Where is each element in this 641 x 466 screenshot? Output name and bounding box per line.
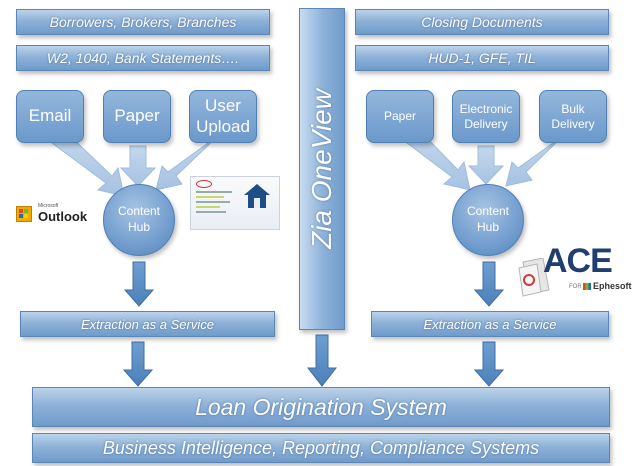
extraction-left-label: Extraction as a Service: [81, 316, 214, 332]
extraction-right-label: Extraction as a Service: [423, 316, 557, 332]
source-paper-box: Paper: [103, 90, 171, 143]
band-hud-gfe-til: HUD-1, GFE, TIL: [355, 45, 609, 71]
loan-origination-system: Loan Origination System: [32, 387, 610, 427]
source-upload-label: User Upload: [196, 96, 250, 136]
source-email-label: Email: [28, 106, 72, 126]
content-hub-left: Content Hub: [103, 184, 175, 256]
band-w2-label: W2, 1040, Bank Statements….: [46, 50, 240, 66]
source-paper-label: Paper: [114, 106, 160, 126]
source-paper-right-box: Paper: [366, 90, 434, 143]
outlook-small-text: Microsoft: [38, 203, 59, 209]
outlook-logo: Microsoft Outlook: [16, 203, 90, 225]
ace-name: ACE: [543, 242, 613, 280]
zia-oneview-label: Zia OneView: [306, 89, 337, 249]
content-hub-right-label: Content Hub: [466, 204, 510, 234]
outlook-icon: [16, 206, 32, 222]
source-upload-box: User Upload: [189, 90, 257, 143]
band-borrowers: Borrowers, Brokers, Branches: [16, 9, 270, 35]
band-w2-documents: W2, 1040, Bank Statements….: [16, 45, 270, 71]
source-electronic-label: Electronic Delivery: [459, 102, 513, 131]
source-bulk-label: Bulk Delivery: [551, 102, 595, 131]
arrow-electronic-to-hub: [467, 145, 505, 185]
ephesoft-icon: [583, 283, 591, 290]
band-borrowers-label: Borrowers, Brokers, Branches: [49, 14, 237, 30]
arrow-left-hub-to-extract: [123, 261, 155, 307]
content-hub-right: Content Hub: [452, 184, 524, 256]
arrow-paper-to-hub: [119, 145, 157, 187]
band-closing-label: Closing Documents: [421, 14, 543, 30]
ephesoft-brand: Ephesoft: [593, 281, 632, 291]
arrow-left-extract-to-los: [122, 341, 154, 387]
thumbnail-form-lines: [196, 191, 232, 213]
arrow-right-hub-to-extract: [473, 261, 505, 307]
band-hud-label: HUD-1, GFE, TIL: [428, 50, 536, 66]
arrow-right-extract-to-los: [473, 341, 505, 387]
mortgage-upload-thumbnail: [190, 176, 280, 230]
ace-for-text: FOR: [569, 284, 582, 290]
ace-document-icon: [518, 258, 550, 297]
business-intelligence-band: Business Intelligence, Reporting, Compli…: [32, 433, 610, 463]
los-label: Loan Origination System: [195, 393, 447, 420]
source-email-box: Email: [16, 90, 84, 143]
arrow-center-to-los: [306, 334, 338, 387]
thumbnail-logo-mark: [196, 180, 212, 188]
source-electronic-box: Electronic Delivery: [452, 90, 520, 143]
source-bulk-box: Bulk Delivery: [539, 90, 607, 143]
band-closing-documents: Closing Documents: [355, 9, 609, 35]
extraction-left: Extraction as a Service: [20, 311, 275, 337]
bi-label: Business Intelligence, Reporting, Compli…: [102, 437, 540, 458]
source-paper-right-label: Paper: [383, 109, 417, 124]
content-hub-left-label: Content Hub: [117, 204, 161, 234]
ace-ephesoft-logo: ACE FOR Ephesoft: [517, 244, 637, 306]
house-icon: [244, 184, 270, 208]
extraction-right: Extraction as a Service: [371, 311, 609, 337]
outlook-name: Outlook: [38, 209, 88, 224]
zia-oneview-bar: Zia OneView: [299, 8, 345, 330]
down-arrows: [122, 261, 505, 387]
